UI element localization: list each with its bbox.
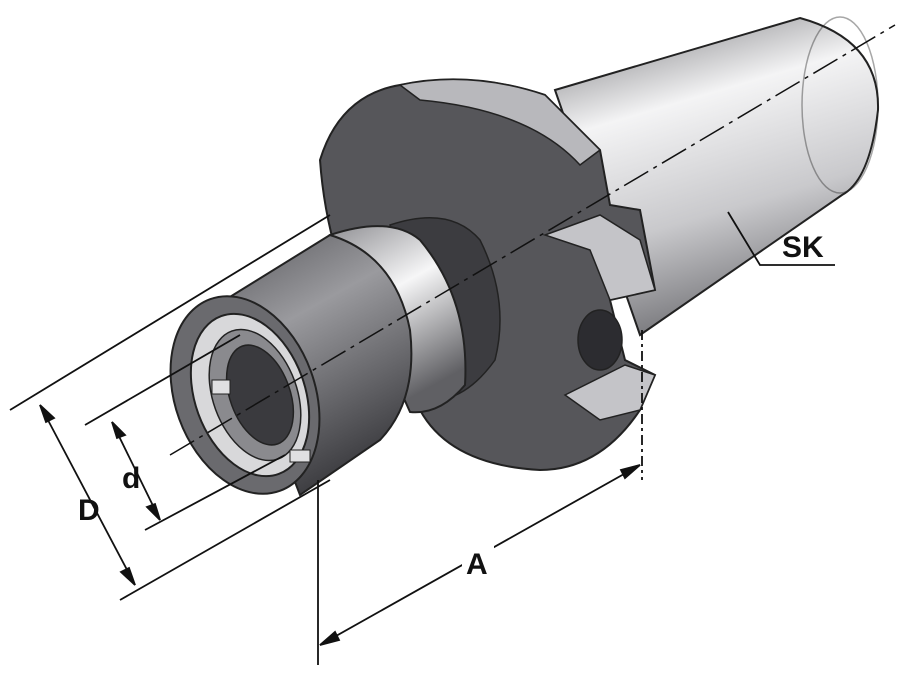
dimension-D [9,214,331,601]
dimension-A [317,330,643,665]
label-A-bg [462,545,494,579]
leader-SK [727,211,835,266]
label-D: D [78,494,100,527]
collet-nut [169,233,413,497]
dimension-d [84,334,286,531]
center-axis [169,24,896,456]
label-d: d [122,462,140,495]
label-SK: SK [782,231,824,264]
label-A: A [466,548,488,581]
